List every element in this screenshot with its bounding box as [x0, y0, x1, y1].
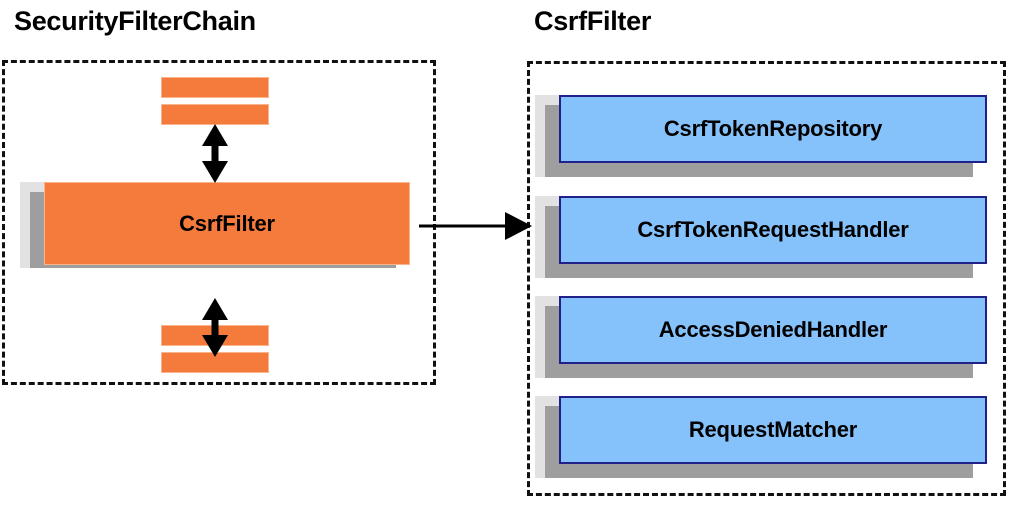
filter-slot-bottom-2: [161, 352, 269, 373]
component-csrftokenrequesthandler[interactable]: CsrfTokenRequestHandler: [535, 196, 987, 286]
filter-slot-bottom-1: [161, 325, 269, 346]
component-body[interactable]: AccessDeniedHandler: [559, 296, 987, 364]
component-label: CsrfFilter: [179, 210, 275, 236]
component-body[interactable]: CsrfTokenRequestHandler: [559, 196, 987, 264]
panel-title-security-filter-chain: SecurityFilterChain: [14, 6, 256, 36]
panel-security-filter-chain: [2, 60, 436, 385]
component-accessdeniedhandler[interactable]: AccessDeniedHandler: [535, 296, 987, 386]
component-requestmatcher[interactable]: RequestMatcher: [535, 396, 987, 486]
component-csrftokenrepository[interactable]: CsrfTokenRepository: [535, 95, 987, 185]
filter-slot-top-1: [161, 77, 269, 98]
component-label: RequestMatcher: [688, 417, 858, 442]
component-body[interactable]: CsrfFilter: [44, 182, 410, 265]
component-body[interactable]: RequestMatcher: [559, 396, 987, 464]
component-body[interactable]: CsrfTokenRepository: [559, 95, 987, 163]
component-label: AccessDeniedHandler: [658, 317, 888, 342]
component-csrffilter[interactable]: CsrfFilter: [20, 182, 410, 282]
component-label: CsrfTokenRequestHandler: [637, 217, 909, 242]
component-label: CsrfTokenRepository: [663, 116, 883, 141]
filter-slot-top-2: [161, 104, 269, 125]
panel-csrf-filter: [527, 61, 1006, 496]
panel-title-csrf-filter: CsrfFilter: [534, 6, 652, 36]
